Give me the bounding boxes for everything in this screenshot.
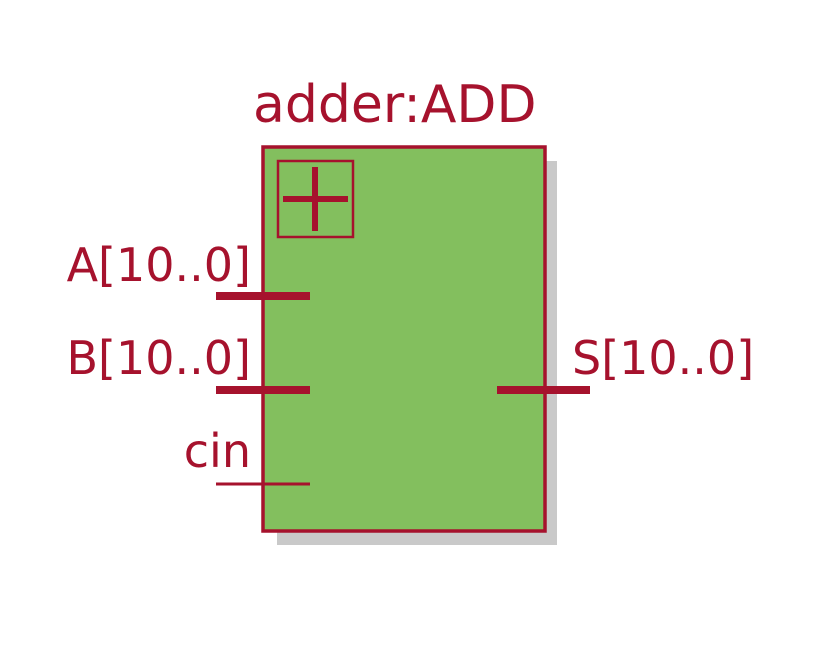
- input-port-a[interactable]: A[10..0]: [67, 238, 310, 300]
- input-port-cin[interactable]: cin: [184, 424, 310, 486]
- port-cin-label: cin: [184, 424, 251, 478]
- port-a-label: A[10..0]: [67, 238, 251, 292]
- block-title: adder:ADD: [253, 75, 537, 135]
- adder-block[interactable]: [261, 145, 547, 533]
- input-port-b[interactable]: B[10..0]: [67, 331, 311, 394]
- port-b-label: B[10..0]: [67, 331, 252, 385]
- plus-symbol-icon: [276, 159, 355, 239]
- port-s-label: S[10..0]: [572, 331, 754, 385]
- output-port-s[interactable]: S[10..0]: [497, 331, 754, 394]
